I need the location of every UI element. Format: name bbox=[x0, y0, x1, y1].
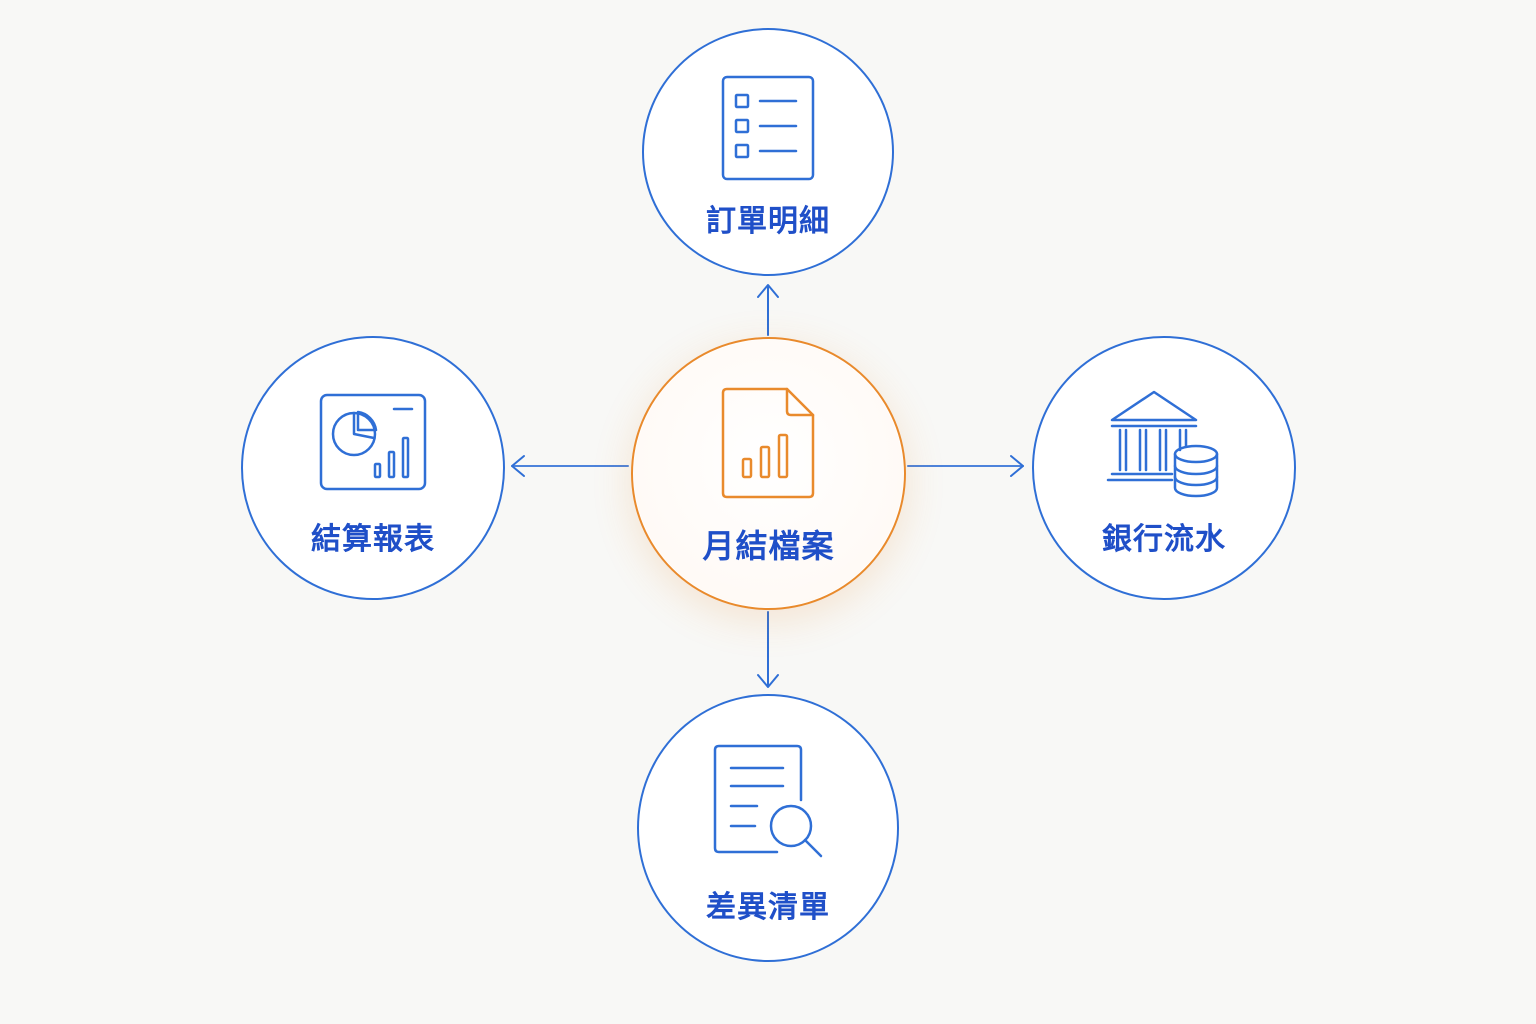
checklist-icon bbox=[721, 75, 815, 181]
node-bank-statement: 銀行流水 bbox=[1032, 336, 1296, 600]
node-monthly-file-label: 月結檔案 bbox=[702, 527, 835, 565]
arrowhead-left bbox=[511, 455, 525, 477]
node-bank-statement-label: 銀行流水 bbox=[1102, 522, 1226, 557]
bank-with-coins-icon bbox=[1106, 390, 1219, 498]
node-order-details-label: 訂單明細 bbox=[706, 204, 830, 239]
node-settlement-report: 結算報表 bbox=[241, 336, 505, 600]
monthly-report-file-icon bbox=[721, 387, 814, 499]
node-discrepancy-list-label: 差異清單 bbox=[706, 890, 830, 925]
node-settlement-report-label: 結算報表 bbox=[311, 522, 435, 557]
document-search-icon bbox=[713, 744, 823, 858]
arrowhead-bottom bbox=[757, 674, 779, 688]
arrowhead-top bbox=[757, 284, 779, 298]
arrowhead-right bbox=[1010, 455, 1024, 477]
node-order-details: 訂單明細 bbox=[642, 28, 894, 276]
node-discrepancy-list: 差異清單 bbox=[637, 694, 899, 962]
node-monthly-file: 月結檔案 bbox=[631, 337, 906, 610]
pie-bar-chart-report-icon bbox=[319, 393, 427, 491]
